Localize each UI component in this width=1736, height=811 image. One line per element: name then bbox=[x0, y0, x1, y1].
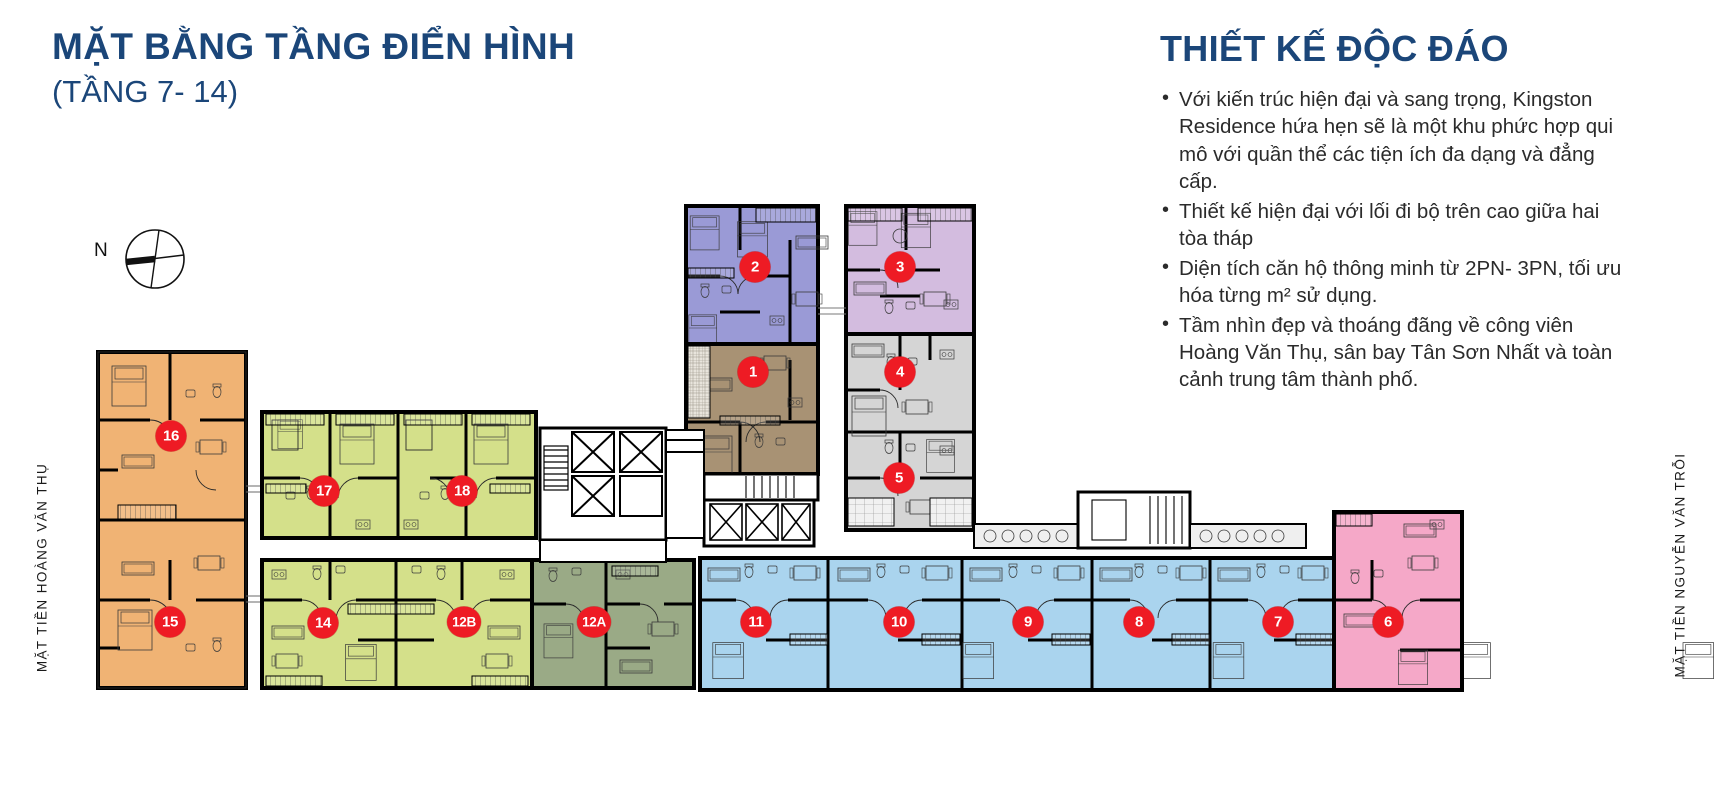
unit-marker-6[interactable]: 6 bbox=[1372, 606, 1404, 638]
unit-marker-10[interactable]: 10 bbox=[883, 606, 915, 638]
unit-marker-7[interactable]: 7 bbox=[1262, 606, 1294, 638]
unit-marker-8[interactable]: 8 bbox=[1123, 606, 1155, 638]
page-subtitle: (TẦNG 7- 14) bbox=[52, 73, 239, 109]
stair-core-center bbox=[702, 472, 820, 502]
unit-marker-17[interactable]: 17 bbox=[308, 475, 340, 507]
compass-rose: N bbox=[94, 222, 190, 299]
unit-marker-15[interactable]: 15 bbox=[154, 606, 186, 638]
unit-block-pink bbox=[1332, 510, 1464, 692]
unit-marker-12B[interactable]: 12B bbox=[447, 606, 481, 638]
unit-marker-4[interactable]: 4 bbox=[884, 356, 916, 388]
list-item: Diện tích căn hộ thông minh từ 2PN- 3PN,… bbox=[1160, 254, 1630, 310]
unit-marker-16[interactable]: 16 bbox=[155, 420, 187, 452]
unit-marker-9[interactable]: 9 bbox=[1012, 606, 1044, 638]
unit-block-green-upper bbox=[260, 410, 538, 540]
unit-marker-5[interactable]: 5 bbox=[883, 462, 915, 494]
sky-bridge-walkway bbox=[973, 490, 1307, 550]
unit-block-olive bbox=[530, 558, 696, 690]
unit-marker-2[interactable]: 2 bbox=[739, 251, 771, 283]
title-block: MẶT BẰNG TẦNG ĐIỂN HÌNH (TẦNG 7- 14) bbox=[52, 26, 576, 109]
list-item: Với kiến trúc hiện đại và sang trọng, Ki… bbox=[1160, 85, 1630, 196]
unit-marker-12A[interactable]: 12A bbox=[577, 606, 611, 638]
page-title: MẶT BẰNG TẦNG ĐIỂN HÌNH bbox=[52, 26, 576, 67]
unit-block-grey bbox=[844, 332, 976, 532]
features-title: THIẾT KẾ ĐỘC ĐÁO bbox=[1160, 28, 1509, 69]
unit-block-blue bbox=[698, 556, 1715, 692]
list-item: Tầm nhìn đẹp và thoáng đãng về công viên… bbox=[1160, 311, 1630, 394]
sky-bridge-connector bbox=[818, 307, 846, 315]
compass-north-label: N bbox=[94, 240, 108, 261]
unit-marker-1[interactable]: 1 bbox=[737, 356, 769, 388]
unit-block-green-lower bbox=[260, 558, 534, 690]
unit-marker-11[interactable]: 11 bbox=[740, 606, 772, 638]
compass-icon bbox=[125, 229, 185, 289]
unit-marker-14[interactable]: 14 bbox=[307, 607, 339, 639]
features-list: Với kiến trúc hiện đại và sang trọng, Ki… bbox=[1160, 85, 1680, 394]
elevator-lobby-center bbox=[702, 496, 816, 548]
unit-block-orange bbox=[96, 350, 262, 690]
unit-marker-18[interactable]: 18 bbox=[446, 475, 478, 507]
features-panel: THIẾT KẾ ĐỘC ĐÁO Với kiến trúc hiện đại … bbox=[1160, 30, 1680, 396]
plan-misc-details bbox=[665, 429, 705, 539]
service-core-left bbox=[538, 426, 668, 563]
unit-marker-3[interactable]: 3 bbox=[884, 251, 916, 283]
list-item: Thiết kế hiện đại với lối đi bộ trên cao… bbox=[1160, 197, 1630, 253]
